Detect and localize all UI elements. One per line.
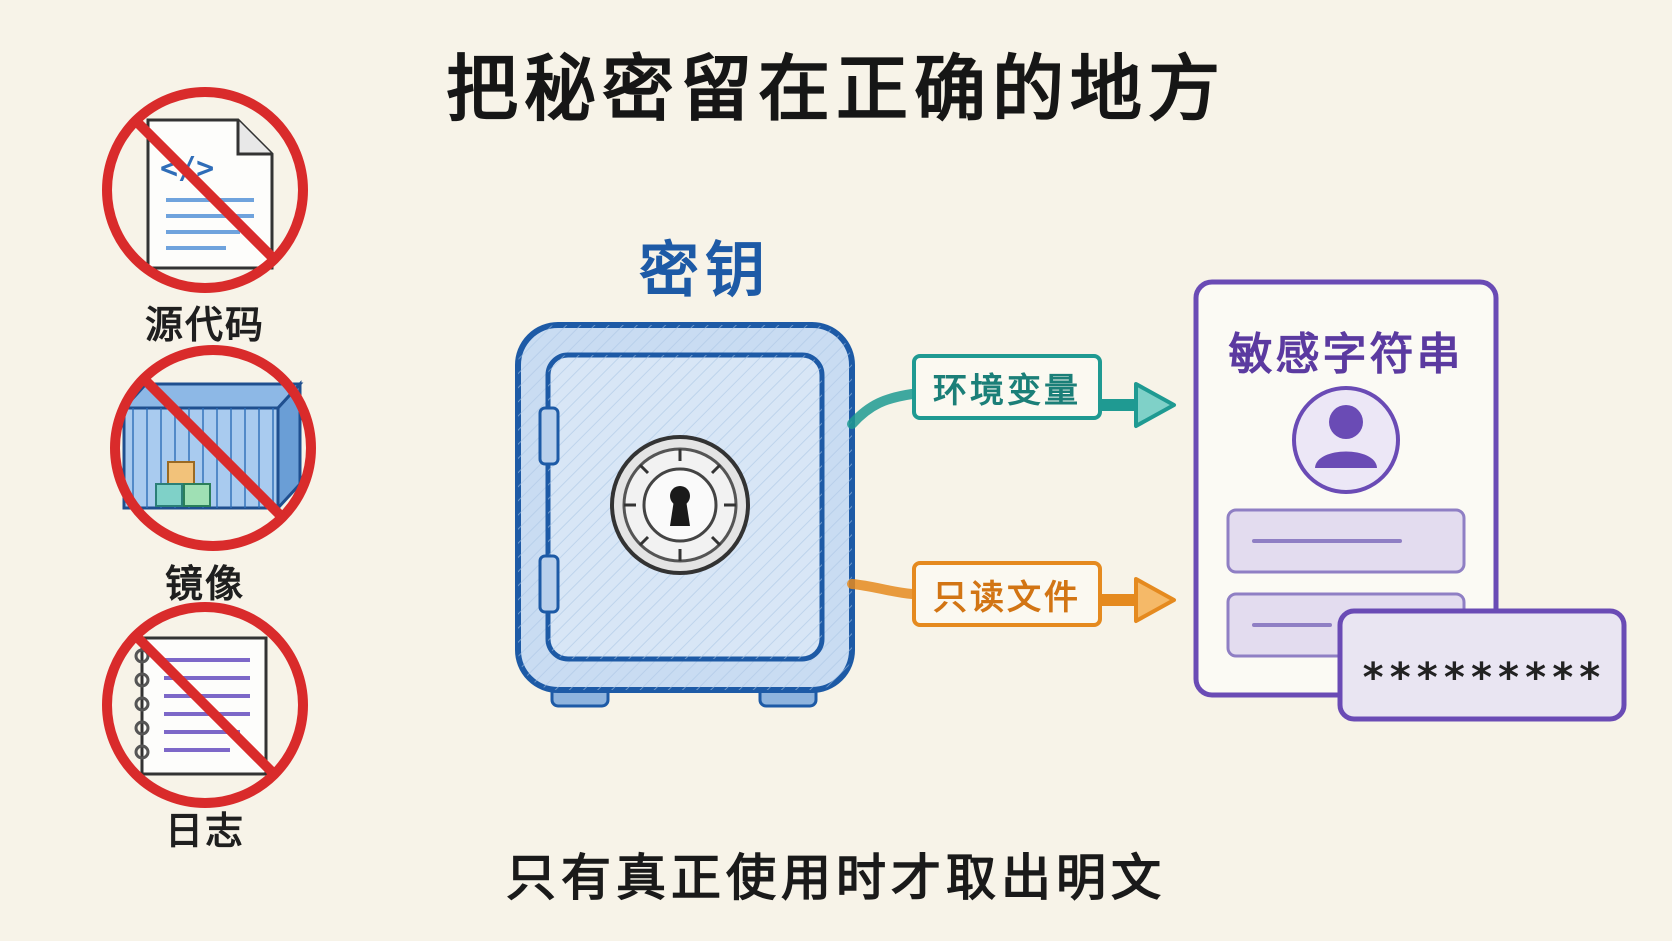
- forbidden-source-code: </>: [102, 87, 308, 293]
- forbidden-label-source-code: 源代码: [144, 303, 265, 347]
- secret-card: [1193, 279, 1499, 698]
- forbidden-label-log: 日志: [164, 809, 245, 853]
- safe-label: 密钥: [639, 236, 771, 306]
- forbidden-sign-icon: [110, 345, 316, 551]
- forbidden-sign-icon: [102, 87, 308, 293]
- masked-value: *********: [1361, 655, 1605, 701]
- forbidden-log: [102, 602, 308, 808]
- footer-caption: 只有真正使用时才取出明文: [506, 849, 1166, 907]
- env-var-label: 环境变量: [933, 370, 1081, 411]
- readonly-file-label: 只读文件: [933, 577, 1081, 618]
- safe-icon: [515, 322, 855, 708]
- page-title: 把秘密留在正确的地方: [445, 47, 1226, 131]
- env-connector: [847, 382, 1176, 429]
- forbidden-sign-icon: [102, 602, 308, 808]
- masked-value-box: [1337, 608, 1627, 722]
- user-avatar-icon: [1292, 386, 1400, 494]
- readonly-file-chip: 只读文件: [912, 561, 1102, 627]
- forbidden-image: [110, 345, 316, 551]
- dial-icon: [610, 435, 750, 575]
- file-connector: [847, 577, 1176, 623]
- env-var-chip: 环境变量: [912, 354, 1102, 420]
- card-title: 敏感字符串: [1228, 329, 1464, 380]
- forbidden-label-image: 镜像: [164, 562, 245, 606]
